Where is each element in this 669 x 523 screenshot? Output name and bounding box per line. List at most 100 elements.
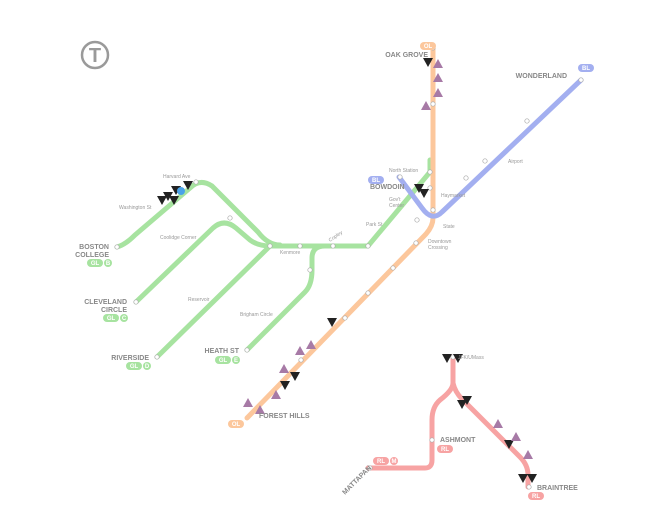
red-line-braintree[interactable]	[450, 380, 531, 490]
terminal-boston-college-2[interactable]: COLLEGE	[75, 252, 109, 259]
inbound-train-icon[interactable]	[518, 474, 528, 483]
station-stop[interactable]	[307, 267, 313, 273]
station-stop[interactable]	[193, 179, 199, 185]
station-airport[interactable]: Airport	[508, 159, 523, 165]
outbound-train-icon[interactable]	[493, 419, 503, 428]
inbound-train-icon[interactable]	[457, 400, 467, 409]
inbound-train-icon[interactable]	[419, 189, 429, 198]
inbound-train-icon[interactable]	[290, 372, 300, 381]
station-harvard-ave[interactable]: Harvard Ave	[163, 174, 191, 180]
station-downtown-crossing[interactable]: Downtown	[428, 239, 452, 245]
terminal-ashmont[interactable]: ASHMONT	[440, 437, 476, 444]
station-stop[interactable]	[114, 244, 120, 250]
terminal-braintree[interactable]: BRAINTREE	[537, 485, 578, 492]
station-stop[interactable]	[342, 315, 348, 321]
inbound-train-icon[interactable]	[280, 381, 290, 390]
outbound-train-icon[interactable]	[243, 398, 253, 407]
station-park-st[interactable]: Park St	[366, 222, 383, 228]
terminal-heath-st[interactable]: HEATH ST	[205, 348, 240, 355]
green-line-e[interactable]	[244, 243, 328, 353]
inbound-train-icon[interactable]	[183, 181, 193, 190]
inbound-train-icon[interactable]	[504, 440, 514, 449]
station-stop[interactable]	[413, 240, 419, 246]
outbound-train-icon[interactable]	[279, 364, 289, 373]
station-stop[interactable]	[578, 77, 584, 83]
outbound-train-icon[interactable]	[433, 88, 443, 97]
station-stop[interactable]	[297, 243, 303, 249]
station-stop[interactable]	[429, 437, 435, 443]
station-haymarket[interactable]: Haymarket	[441, 193, 466, 199]
outbound-train-icon[interactable]	[255, 405, 265, 414]
inbound-train-icon[interactable]	[169, 196, 179, 205]
inbound-train-icon[interactable]	[527, 474, 537, 483]
station-downtown-crossing-2[interactable]: Crossing	[428, 245, 448, 251]
terminal-cleveland-circle-2[interactable]: CIRCLE	[101, 307, 127, 314]
svg-text:OL: OL	[232, 422, 241, 428]
station-stop[interactable]	[397, 174, 403, 180]
blue-line[interactable]	[396, 77, 584, 219]
station-stop[interactable]	[367, 465, 373, 471]
terminal-riverside[interactable]: RIVERSIDE	[111, 355, 149, 362]
station-govt-center-2[interactable]: Center	[389, 203, 404, 209]
inbound-train-icon[interactable]	[462, 396, 472, 405]
inbound-train-icon[interactable]	[327, 318, 337, 327]
green-line-d[interactable]	[154, 243, 273, 360]
green-line-trunk[interactable]	[267, 157, 433, 249]
station-stop[interactable]	[133, 299, 139, 305]
station-stop[interactable]	[427, 169, 433, 175]
outbound-train-icon[interactable]	[433, 59, 443, 68]
terminal-boston-college[interactable]: BOSTON	[79, 244, 109, 251]
outbound-train-icon[interactable]	[306, 340, 316, 349]
terminal-bowdoin[interactable]: BOWDOIN	[370, 184, 405, 191]
outbound-train-icon[interactable]	[271, 390, 281, 399]
station-stop[interactable]	[524, 118, 530, 124]
station-govt-center[interactable]: Gov't	[389, 197, 401, 203]
station-stop[interactable]	[227, 215, 233, 221]
terminal-cleveland-circle[interactable]: CLEVELAND	[84, 299, 127, 306]
outbound-train-icon[interactable]	[511, 432, 521, 441]
inbound-train-icon[interactable]	[442, 354, 452, 363]
station-stop[interactable]	[267, 243, 273, 249]
station-kenmore[interactable]: Kenmore	[280, 250, 301, 256]
station-stop[interactable]	[298, 357, 304, 363]
station-stop[interactable]	[154, 354, 160, 360]
inbound-train-icon[interactable]	[453, 354, 463, 363]
terminal-mattapan[interactable]: MATTAPAN	[341, 465, 373, 497]
station-stop[interactable]	[482, 158, 488, 164]
station-stop[interactable]	[330, 243, 336, 249]
station-coolidge-corner[interactable]: Coolidge Corner	[160, 235, 197, 241]
green-line-c[interactable]	[133, 220, 273, 305]
terminal-wonderland[interactable]: WONDERLAND	[516, 73, 567, 80]
station-stop[interactable]	[463, 175, 469, 181]
station-brigham-circle[interactable]: Brigham Circle	[240, 312, 273, 318]
station-north-station[interactable]: North Station	[389, 168, 418, 174]
outbound-train-icon[interactable]	[295, 346, 305, 355]
station-stop[interactable]	[526, 484, 532, 490]
station-stop[interactable]	[414, 217, 420, 223]
svg-text:C: C	[122, 316, 127, 322]
terminal-forest-hills[interactable]: FOREST HILLS	[259, 413, 310, 420]
outbound-train-icon[interactable]	[421, 101, 431, 110]
svg-text:OL: OL	[424, 44, 433, 50]
inbound-train-icon[interactable]	[423, 58, 433, 67]
outbound-train-icon[interactable]	[433, 73, 443, 82]
red-line[interactable]	[365, 354, 456, 471]
station-washington-st[interactable]: Washington St	[119, 205, 152, 211]
inbound-train-icon[interactable]	[414, 184, 424, 193]
station-stop[interactable]	[365, 290, 371, 296]
station-stop[interactable]	[390, 265, 396, 271]
station-stop[interactable]	[430, 207, 436, 213]
outbound-train-icon[interactable]	[523, 450, 533, 459]
inbound-train-icon[interactable]	[163, 192, 173, 201]
station-stop[interactable]	[430, 101, 436, 107]
station-state[interactable]: State	[443, 224, 455, 230]
terminal-oak-grove[interactable]: OAK GROVE	[385, 52, 428, 59]
inbound-train-icon[interactable]	[157, 196, 167, 205]
station-reservoir[interactable]: Reservoir	[188, 297, 210, 303]
green-line-b[interactable]	[114, 180, 283, 250]
station-jfk-umass[interactable]: JFK/UMass	[458, 355, 484, 361]
station-stop[interactable]	[365, 243, 371, 249]
station-stop[interactable]	[244, 347, 250, 353]
station-copley[interactable]: Copley	[328, 230, 345, 244]
